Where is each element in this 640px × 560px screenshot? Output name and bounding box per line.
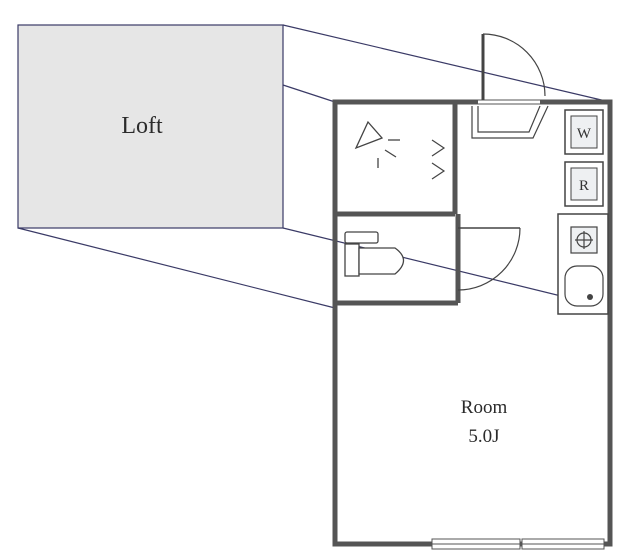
main-room: Room 5.0J xyxy=(461,397,508,447)
room-area: 5.0J xyxy=(468,426,499,447)
fridge-label: R xyxy=(579,178,589,194)
entrance-door xyxy=(478,33,546,106)
window xyxy=(431,538,605,550)
loft: Loft xyxy=(17,24,284,229)
bathroom-door xyxy=(431,139,446,180)
kitchen-unit xyxy=(557,213,609,315)
loft-label: Loft xyxy=(121,113,163,139)
toilet-room xyxy=(335,214,521,306)
toilet-icon xyxy=(344,231,405,277)
washer-space: W xyxy=(564,109,604,155)
fridge-space: R xyxy=(564,161,604,207)
room-label: Room xyxy=(461,397,508,418)
toilet-door xyxy=(457,227,521,291)
bathroom xyxy=(335,102,458,217)
shower-icon xyxy=(354,120,400,168)
washer-label: W xyxy=(577,126,592,142)
sink-icon xyxy=(564,265,604,307)
entry-step xyxy=(471,105,549,139)
loft-area xyxy=(17,24,284,229)
